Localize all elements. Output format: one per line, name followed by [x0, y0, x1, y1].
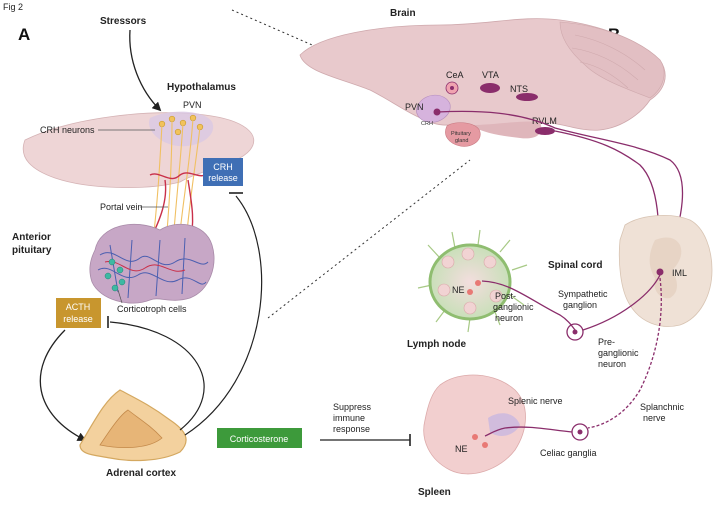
anterior-pituitary-tissue [89, 223, 215, 304]
ne-lymph-dot-1 [475, 280, 481, 286]
adrenal-medulla [99, 409, 163, 449]
corticotroph-cells [104, 258, 126, 292]
pvn-region-b [416, 94, 451, 123]
pituitary-gland-line2: gland [455, 138, 468, 144]
stressors-label: Stressors [100, 16, 147, 27]
cea-label: CeA [446, 70, 464, 80]
lymph-node [417, 229, 528, 333]
ne-spleen-label: NE [455, 444, 468, 454]
feedback-to-acth [109, 321, 205, 431]
post-ganglionic-line2: ganglionic [493, 302, 534, 312]
iml-neuron [656, 268, 664, 276]
pvn-label-b: PVN [405, 102, 424, 112]
suppress-line1: Suppress [333, 402, 372, 412]
lymph-vessels [417, 229, 528, 333]
sympathetic-ganglion-dot [572, 329, 578, 335]
cerebellum [559, 21, 665, 99]
hypothalamus-label: Hypothalamus [167, 82, 236, 93]
splanchnic-fiber [587, 277, 662, 429]
adrenal-cortex-label: Adrenal cortex [106, 468, 176, 479]
acth-release-line2: release [63, 314, 93, 324]
spleen-tissue [423, 374, 526, 475]
celiac-ganglia-label: Celiac ganglia [540, 448, 597, 458]
pre-ganglionic-line2: ganglionic [598, 348, 639, 358]
lymph-node-label: Lymph node [407, 339, 467, 350]
splenic-nerve-fiber [484, 426, 573, 437]
vta-nucleus [480, 83, 500, 93]
pre-ganglionic-line1: Pre- [598, 337, 615, 347]
pre-ganglionic-line3: neuron [598, 359, 626, 369]
rvlm-nucleus [535, 127, 555, 135]
pituitary-red-vessels [104, 261, 186, 272]
spinal-cord-label: Spinal cord [548, 260, 602, 271]
pituitary-gland-line1: Pituitary [451, 131, 471, 137]
sympathetic-ganglion [566, 323, 584, 341]
acth-release-box [56, 298, 101, 328]
pvn-label-a: PVN [183, 100, 202, 110]
crh-release-line2: release [208, 173, 238, 183]
pituitary-gland-b [445, 122, 481, 147]
pvn-region [149, 111, 214, 147]
corticosterone-box [217, 428, 302, 448]
acth-to-adrenal-arrow [39, 329, 87, 441]
corticosterone-label: Corticosterone [230, 434, 289, 444]
brain-label: Brain [390, 8, 416, 19]
splanchnic-line1: Splanchnic [640, 402, 685, 412]
nts-nucleus [516, 93, 538, 101]
panel-a-label: A [18, 25, 30, 44]
cerebellum-folds [571, 34, 646, 89]
nts-label: NTS [510, 84, 528, 94]
rvlm-label: RVLM [532, 116, 557, 126]
stressors-arrow [129, 29, 162, 112]
spinal-gray-matter [649, 237, 682, 299]
pre-ganglionic-fiber [582, 274, 661, 331]
splenic-nerve-label: Splenic nerve [508, 396, 563, 406]
crh-release-line1: CRH [213, 162, 233, 172]
crh-neurons-label: CRH neurons [40, 125, 95, 135]
ne-lymph-dot-2 [467, 289, 473, 295]
corticotroph-cells-label: Corticotroph cells [117, 304, 187, 314]
lymph-follicles [437, 247, 503, 315]
anterior-pituitary-label-1: Anterior [12, 232, 51, 243]
acth-release-line1: ACTH [66, 302, 91, 312]
portal-vein-label: Portal vein [100, 202, 143, 212]
figure-label: Fig 2 [3, 2, 23, 12]
feedback-to-crh [184, 195, 263, 436]
suppress-line2: immune [333, 413, 365, 423]
crh-label-b: CRH [421, 121, 433, 127]
post-ganglionic-line1: Post- [495, 291, 516, 301]
spleen-label: Spleen [418, 487, 451, 498]
ne-lymph-label: NE [452, 285, 465, 295]
sympathetic-ganglion-line1: Sympathetic [558, 289, 608, 299]
vta-label: VTA [482, 70, 499, 80]
brainstem [470, 121, 542, 139]
corticotroph-pointer [117, 289, 123, 304]
suppress-line3: response [333, 424, 370, 434]
post-ganglionic-line3: neuron [495, 313, 523, 323]
anterior-pituitary-label-2: pituitary [12, 245, 52, 256]
crh-release-box [203, 158, 243, 186]
ne-spleen-dot-1 [472, 434, 478, 440]
sympathetic-ganglion-line2: ganglion [563, 300, 597, 310]
iml-label: IML [672, 268, 687, 278]
ne-spleen-dot-2 [482, 442, 488, 448]
cea-dot [450, 86, 454, 90]
splanchnic-line2: nerve [643, 413, 666, 423]
celiac-ganglion-dot [577, 429, 583, 435]
